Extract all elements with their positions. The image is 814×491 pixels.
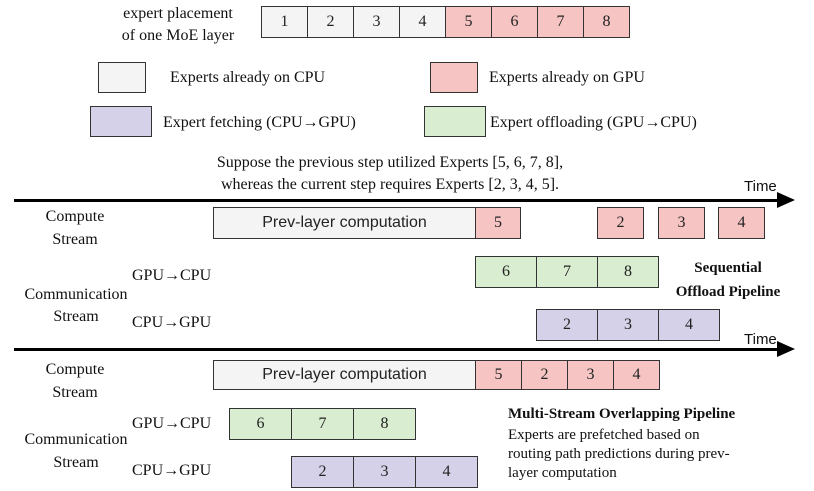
ovl-compute-expert-4: 4 (613, 360, 660, 390)
ovl-cpu-to-gpu-label: CPU→GPU (132, 462, 212, 479)
seq-comm-label-1: Communication (24, 286, 128, 303)
time-axis-arrowhead-1 (777, 192, 795, 208)
legend-gpu-swatch (430, 62, 478, 93)
ovl-comm-label-2: Stream (53, 454, 99, 471)
seq-title-line2: Offload Pipeline (675, 284, 781, 300)
placement-expert-1: 1 (261, 6, 308, 38)
placement-expert-8: 8 (583, 6, 630, 38)
legend-cpu-label: Experts already on CPU (170, 69, 326, 86)
seq-offload-expert-7: 7 (536, 256, 598, 288)
ovl-compute-expert-2: 2 (521, 360, 568, 390)
ovl-desc-line2: routing path predictions during prev- (508, 446, 730, 462)
time-axis-arrowhead-2 (777, 341, 795, 357)
placement-expert-2: 2 (307, 6, 354, 38)
seq-gpu-to-cpu-label: GPU→CPU (132, 267, 212, 284)
time-label-1: Time (744, 178, 777, 195)
seq-prev-layer-box: Prev-layer computation (213, 207, 476, 239)
seq-title-line1: Sequential (694, 260, 762, 276)
legend-offload-swatch (424, 106, 486, 137)
seq-compute-expert-2: 2 (597, 207, 644, 239)
ovl-fetch-expert-4: 4 (415, 456, 478, 488)
seq-offload-expert-8: 8 (597, 256, 659, 288)
ovl-compute-label-2: Stream (52, 384, 98, 401)
seq-compute-label-1: Compute (45, 208, 105, 225)
placement-expert-3: 3 (353, 6, 400, 38)
placement-expert-6: 6 (491, 6, 538, 38)
seq-fetch-expert-3: 3 (597, 309, 659, 341)
ovl-gpu-to-cpu-label: GPU→CPU (132, 415, 212, 432)
seq-compute-expert-5: 5 (475, 207, 521, 239)
legend-fetch-swatch (90, 106, 152, 137)
placement-expert-5: 5 (445, 6, 492, 38)
time-axis-line-2 (14, 348, 780, 351)
placement-label-line2: of one MoE layer (121, 27, 235, 44)
ovl-compute-expert-5: 5 (475, 360, 522, 390)
caption-line2: whereas the current step requires Expert… (220, 176, 560, 193)
placement-expert-4: 4 (399, 6, 446, 38)
seq-comm-label-2: Stream (53, 308, 99, 325)
placement-expert-7: 7 (537, 6, 584, 38)
legend-offload-label: Expert offloading (GPU→CPU) (490, 114, 697, 131)
seq-cpu-to-gpu-label: CPU→GPU (132, 314, 212, 331)
legend-cpu-swatch (98, 62, 146, 93)
seq-fetch-expert-4: 4 (658, 309, 720, 341)
ovl-offload-expert-6: 6 (229, 408, 292, 440)
ovl-compute-label-1: Compute (45, 361, 105, 378)
ovl-compute-expert-3: 3 (567, 360, 614, 390)
seq-fetch-expert-2: 2 (536, 309, 598, 341)
ovl-desc-line1: Experts are prefetched based on (508, 427, 700, 443)
ovl-fetch-expert-2: 2 (291, 456, 354, 488)
caption-line1: Suppose the previous step utilized Exper… (216, 154, 564, 171)
placement-label-line1: expert placement (123, 5, 233, 22)
seq-compute-label-2: Stream (52, 231, 98, 248)
ovl-comm-label-1: Communication (24, 431, 128, 448)
ovl-offload-expert-8: 8 (353, 408, 416, 440)
seq-compute-expert-3: 3 (658, 207, 705, 239)
ovl-desc-line3: layer computation (508, 465, 617, 481)
ovl-fetch-expert-3: 3 (353, 456, 416, 488)
ovl-title: Multi-Stream Overlapping Pipeline (508, 406, 736, 422)
time-label-2: Time (744, 331, 777, 348)
legend-gpu-label: Experts already on GPU (489, 69, 645, 86)
seq-offload-expert-6: 6 (475, 256, 537, 288)
seq-compute-expert-4: 4 (718, 207, 765, 239)
legend-fetch-label: Expert fetching (CPU→GPU) (163, 114, 356, 131)
time-axis-line-1 (14, 199, 780, 202)
ovl-prev-layer-box: Prev-layer computation (213, 360, 476, 390)
ovl-offload-expert-7: 7 (291, 408, 354, 440)
